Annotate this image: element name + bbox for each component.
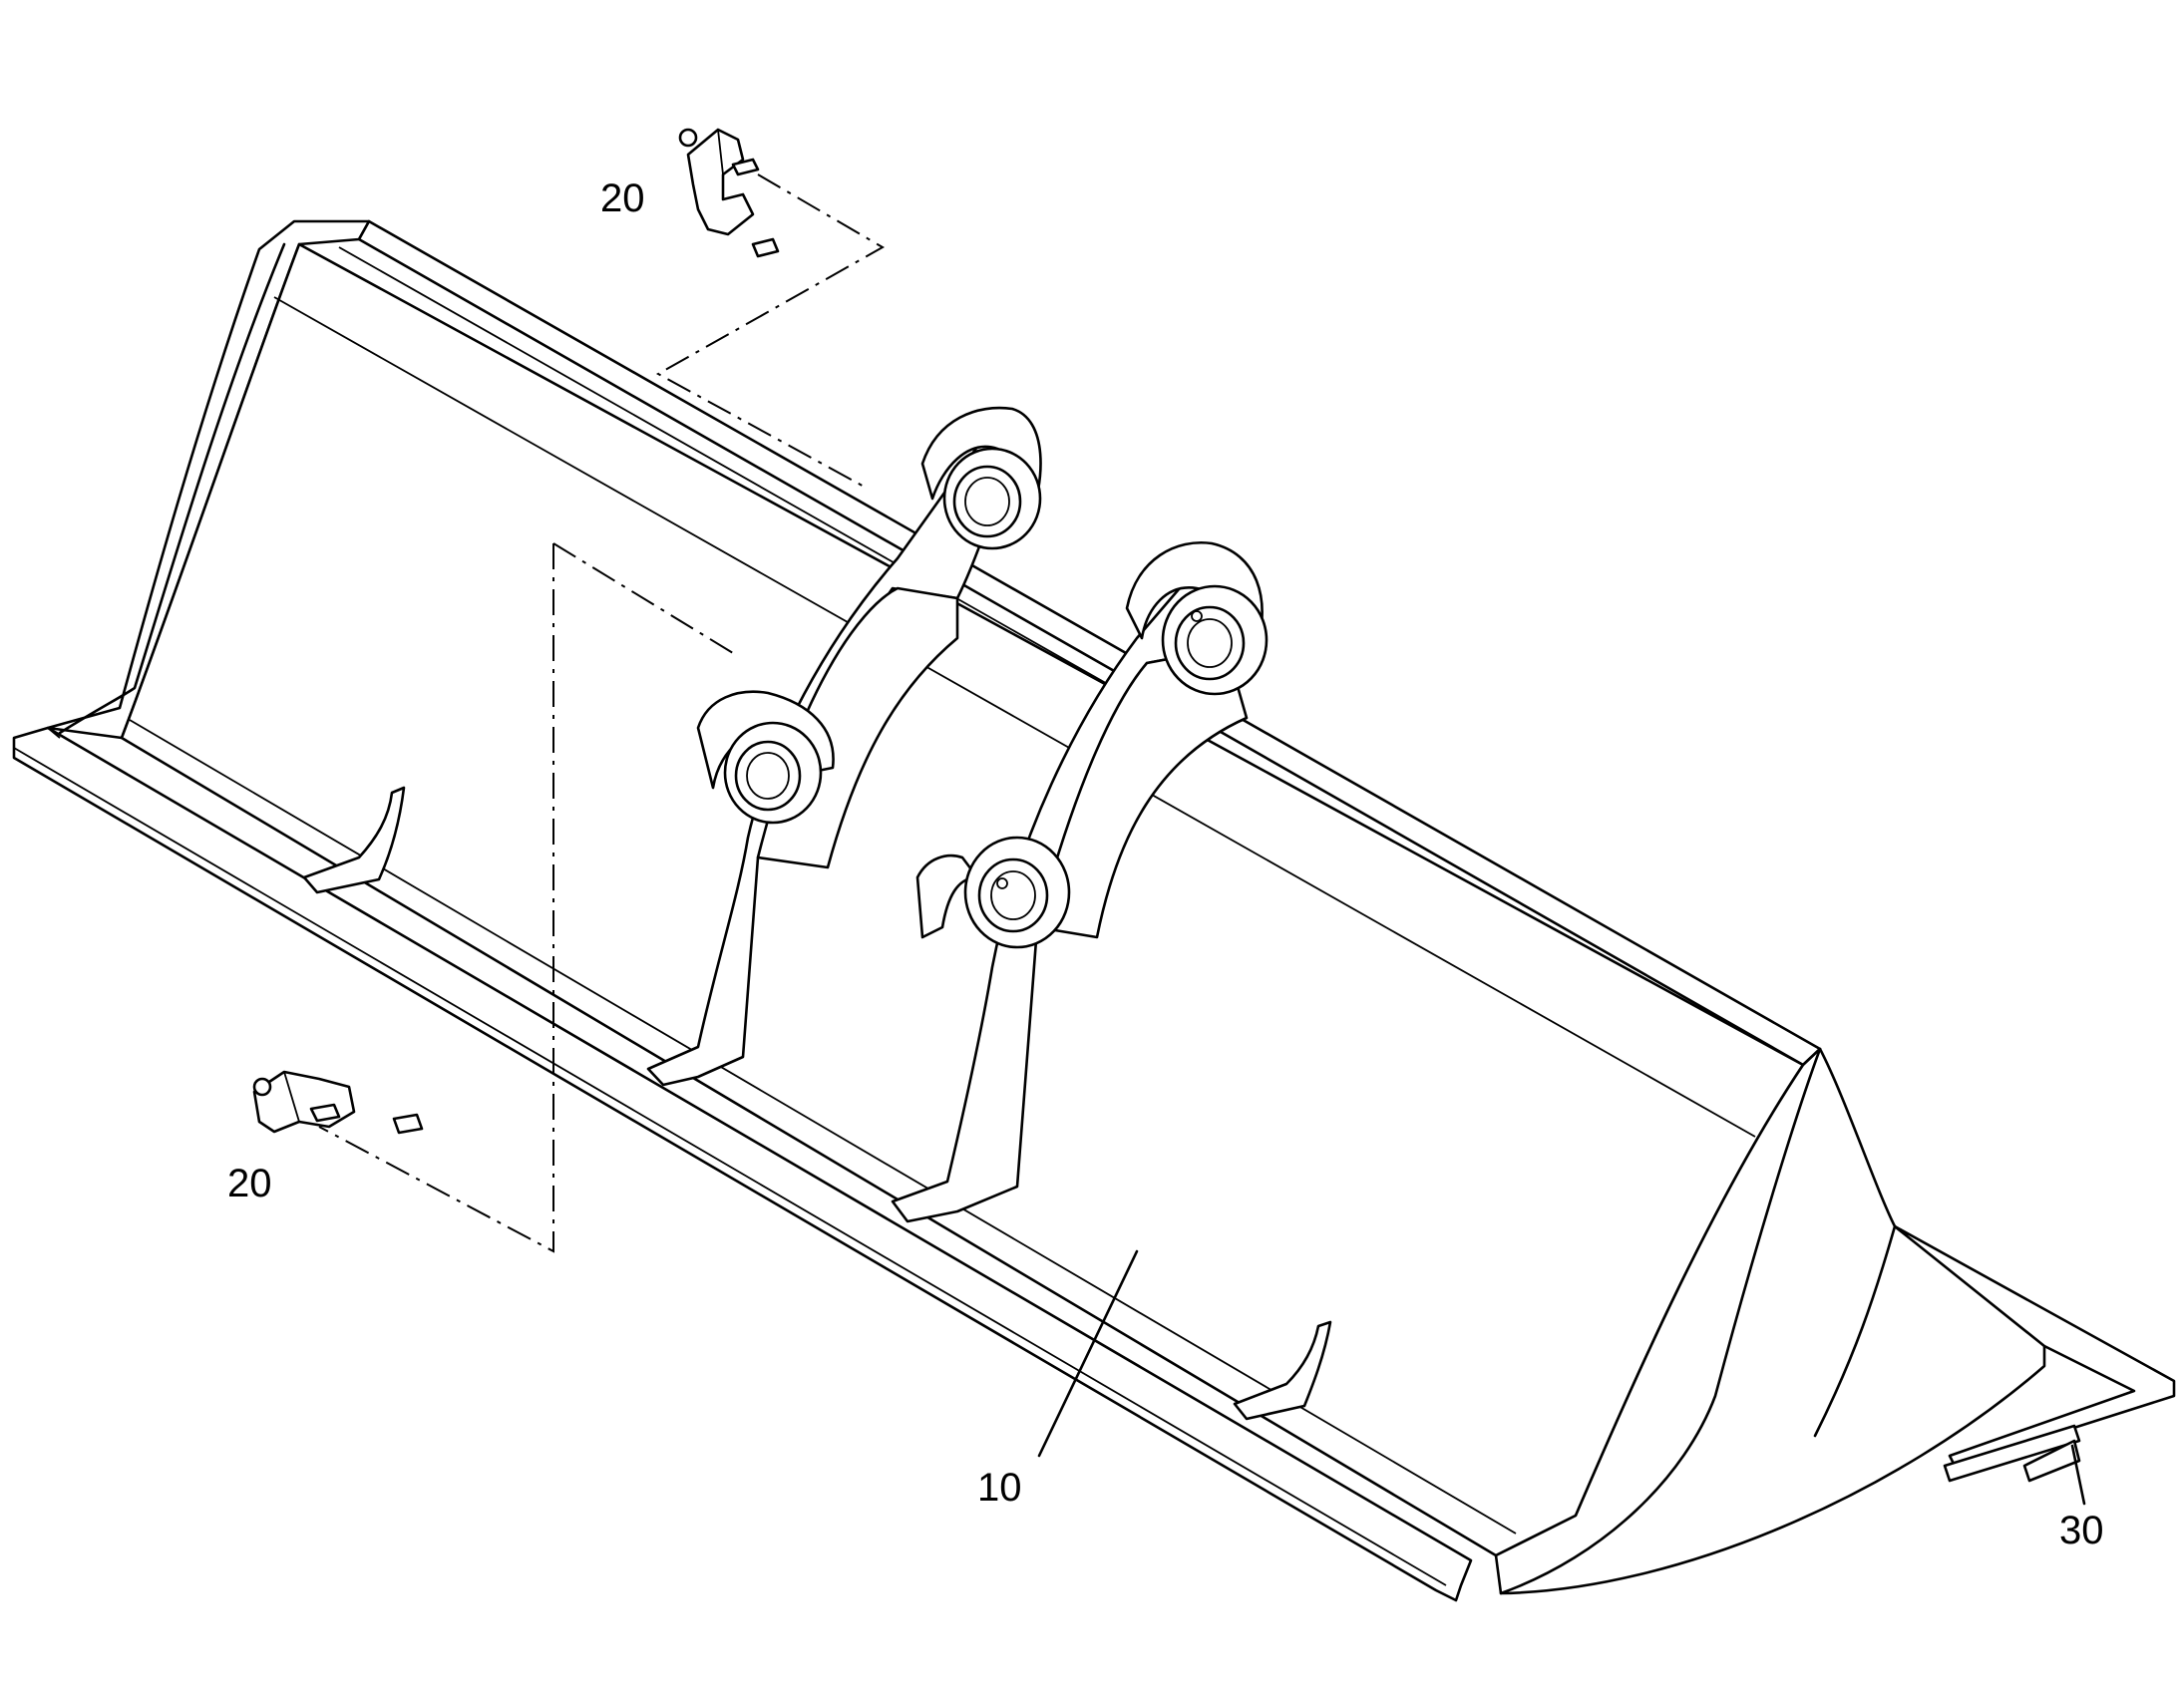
- rear-bracket-lower-boss: [696, 690, 835, 825]
- callout-10: 10: [977, 1466, 1022, 1510]
- rib-left: [302, 786, 406, 894]
- callout-20-top: 20: [600, 176, 645, 220]
- bucket-ribs: [302, 786, 1332, 1421]
- assembly-lines: [318, 173, 886, 1253]
- callout-20-left: 20: [227, 1162, 272, 1205]
- rear-bracket-upper-boss: [920, 406, 1042, 550]
- leader-lines: [1037, 1249, 2086, 1506]
- callout-30: 30: [2059, 1509, 2104, 1552]
- bucket-right-lip: [1893, 1224, 2176, 1468]
- bucket-body: [12, 219, 2176, 1602]
- front-bracket-lower-boss: [915, 836, 1071, 949]
- side-cutter-left: [252, 1070, 424, 1135]
- bucket-cutting-edge: [12, 726, 1473, 1602]
- wear-strip: [1943, 1424, 2081, 1483]
- side-cutter-top: [678, 128, 780, 258]
- front-bracket-upper-boss: [1125, 540, 1269, 696]
- quick-coupler-brackets: [646, 406, 1269, 1223]
- rib-right: [1233, 1320, 1332, 1421]
- bucket-right-end-plate: [1494, 1047, 2046, 1595]
